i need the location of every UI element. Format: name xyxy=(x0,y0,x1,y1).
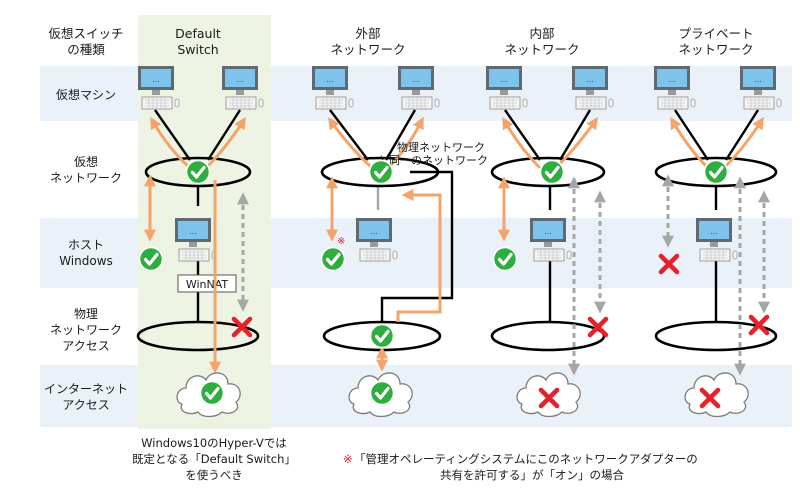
col2-vnet-check-icon xyxy=(367,158,395,186)
col4-vnet-check-icon xyxy=(702,158,730,186)
col1-inet-check-icon xyxy=(198,379,226,407)
row-label-phys-line3: アクセス xyxy=(62,339,109,353)
col2-note-line2: と同一のネットワーク xyxy=(378,154,488,167)
col4-physical-network-ring xyxy=(654,320,778,352)
header-internal-line2: ネットワーク xyxy=(504,42,579,57)
note-right-line2: 共有を許可する」が「オン」の場合 xyxy=(440,468,624,482)
col3-gray-arrows xyxy=(568,176,606,376)
column-external-network: 物理ネットワーク と同一のネットワーク ※ xyxy=(311,65,488,418)
column-default-switch: WinNAT xyxy=(136,65,264,418)
column-private-network xyxy=(653,65,782,418)
row-label-vnet-line1: 仮想 xyxy=(74,154,98,169)
col3-vnet-check-icon xyxy=(538,158,566,186)
corner-header-line2: の種類 xyxy=(67,42,105,57)
winnat-box xyxy=(177,274,237,293)
col1-physical-network-ring xyxy=(136,320,260,352)
col2-inet-check-icon xyxy=(368,379,396,407)
header-private-line1: プライベート xyxy=(678,26,753,41)
col4-virtual-network-ring xyxy=(654,156,778,188)
col3-host-check-icon xyxy=(491,245,519,273)
col1-vnet-check-icon xyxy=(184,158,212,186)
col2-virtual-network-ring xyxy=(320,156,440,188)
header-default-switch-line2: Switch xyxy=(177,42,218,57)
row-label-inet-line2: アクセス xyxy=(62,398,109,412)
note-right-line1: 「管理オペレーティングシステムにこのネットワークアダプターの xyxy=(354,452,698,466)
note-left-line3: を使うべき xyxy=(185,468,243,482)
header-external-line1: 外部 xyxy=(355,26,380,41)
col2-host-check-icon xyxy=(319,245,347,273)
note-left-line2: 既定となる「Default Switch」 xyxy=(132,452,296,466)
row-label-host-line1: ホスト xyxy=(68,238,104,252)
column-internal-network xyxy=(485,65,614,418)
header-external-line2: ネットワーク xyxy=(330,42,405,57)
col1-orange-arrows xyxy=(144,116,246,374)
header-default-switch-line1: Default xyxy=(175,26,221,41)
col1-host-check-icon xyxy=(137,245,165,273)
corner-header-line1: 仮想スイッチ xyxy=(48,26,123,41)
note-left-line1: Windows10のHyper-Vでは xyxy=(141,436,287,450)
col2-asterisk: ※ xyxy=(337,236,345,247)
col2-orange-arrows xyxy=(326,116,442,372)
col1-virtual-network-ring xyxy=(144,156,252,188)
col2-phys-check-icon xyxy=(368,322,396,350)
row-label-phys-line1: 物理 xyxy=(74,307,98,321)
row-label-inet-line1: インターネット xyxy=(44,382,128,396)
header-private-line2: ネットワーク xyxy=(678,42,753,57)
row-label-vnet-line2: ネットワーク xyxy=(50,171,122,185)
note-right-mark: ※ xyxy=(343,452,353,466)
row-label-host-line2: Windows xyxy=(59,254,113,268)
col3-physical-network-ring xyxy=(490,320,606,352)
row-labels: 仮想マシン 仮想 ネットワーク ホスト Windows 物理 ネットワーク アク… xyxy=(44,87,128,412)
col3-virtual-network-ring xyxy=(490,156,606,188)
column-headers: 仮想スイッチ の種類 Default Switch 外部 ネットワーク 内部 ネ… xyxy=(48,26,753,57)
row-label-phys-line2: ネットワーク xyxy=(50,323,122,337)
row-label-vm: 仮想マシン xyxy=(56,87,116,102)
col2-note-line1: 物理ネットワーク xyxy=(397,140,485,154)
col4-gray-arrows xyxy=(662,174,770,376)
winnat-label: WinNAT xyxy=(186,278,229,291)
col4-orange-arrows xyxy=(670,116,764,170)
header-internal-line1: 内部 xyxy=(529,26,554,41)
footnotes: Windows10のHyper-Vでは 既定となる「Default Switch… xyxy=(132,436,698,482)
